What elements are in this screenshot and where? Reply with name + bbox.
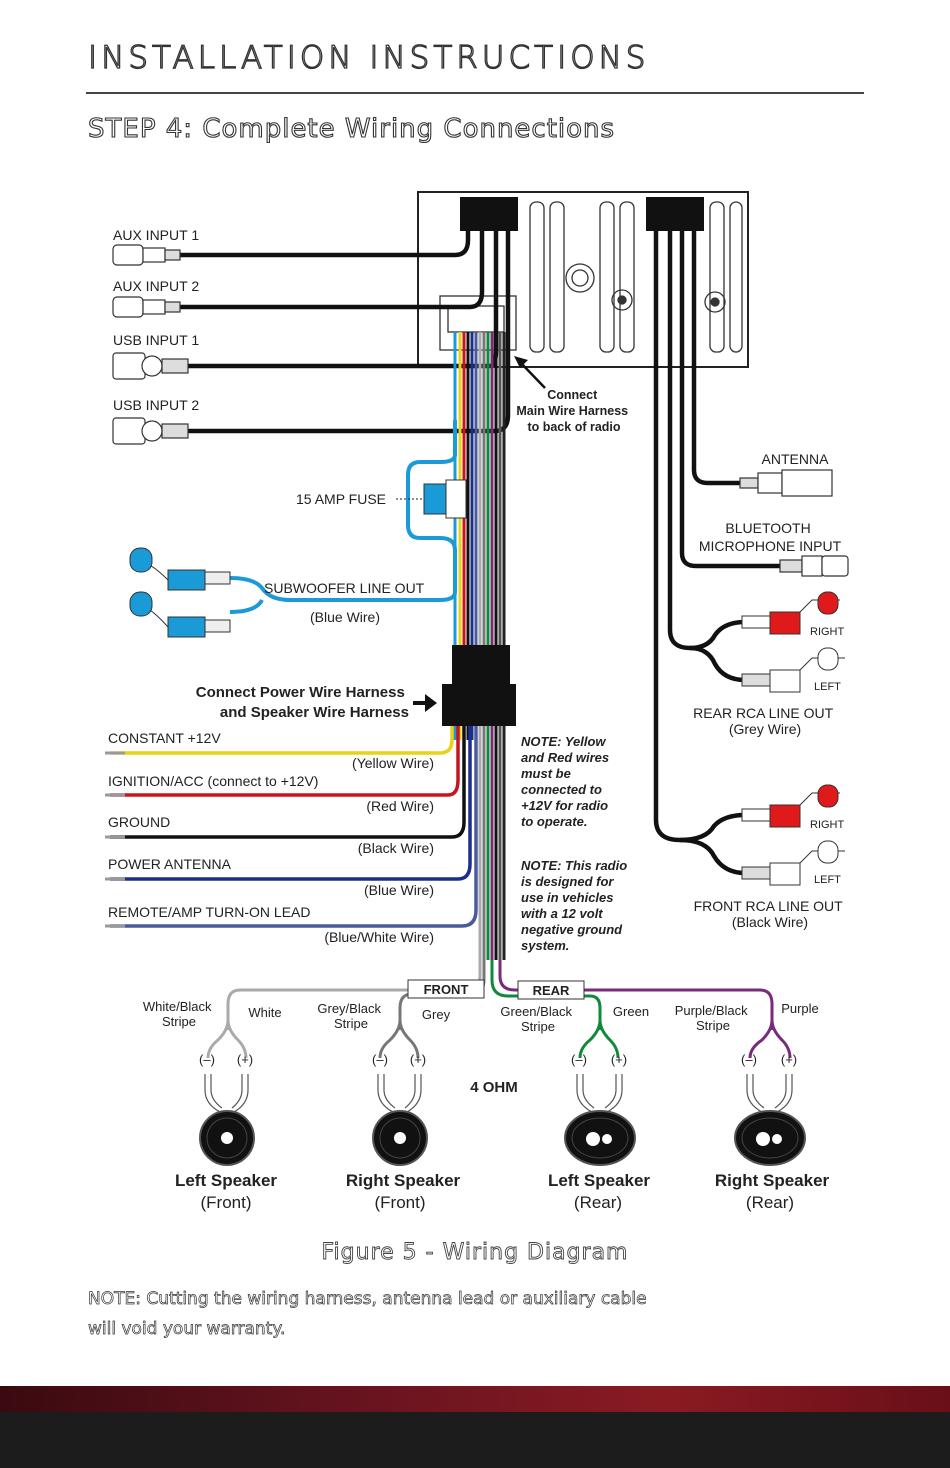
blue-white-wire-label: (Blue/White Wire) — [324, 929, 434, 945]
aux-input-1-connector — [112, 244, 181, 266]
speaker4-pos: (Rear) — [746, 1193, 794, 1212]
svg-text:(+): (+) — [781, 1052, 797, 1067]
rear-left-label: LEFT — [814, 681, 841, 693]
rear-right-label: RIGHT — [810, 626, 845, 638]
speaker-right-rear-icon — [734, 1110, 806, 1166]
front-rca-left-plug — [741, 840, 845, 886]
bluetooth-mic-label: BLUETOOTH MICROPHONE INPUT — [699, 520, 842, 554]
usb-input-1-label: USB INPUT 1 — [113, 332, 199, 348]
remote-lead-label: REMOTE/AMP TURN-ON LEAD — [108, 904, 311, 920]
power-connect-arrow — [413, 694, 437, 712]
polarity-labels: (–) (+) (–) (+) (–) (+) (–) (+) — [199, 1052, 797, 1067]
speaker2-solid-label: Grey — [422, 1007, 451, 1022]
rear-rca-right-plug — [741, 591, 840, 635]
speaker-wire-split — [226, 960, 774, 1030]
ground-label: GROUND — [108, 814, 170, 830]
connect-power-label: Connect Power Wire Harness and Speaker W… — [196, 684, 409, 721]
speaker3-pos: (Rear) — [574, 1193, 622, 1212]
ignition-label: IGNITION/ACC (connect to +12V) — [108, 773, 318, 789]
front-tag — [407, 979, 485, 999]
speaker4-stripe-label: Purple/Black Stripe — [675, 1003, 752, 1033]
rear-rca-left-plug — [741, 647, 845, 693]
subwoofer-wire-label: (Blue Wire) — [310, 609, 380, 625]
note-yellow-red: NOTE: Yellow and Red wires must be conne… — [521, 734, 613, 829]
footer-dark-bar — [0, 1412, 950, 1468]
speaker1-name: Left Speaker — [175, 1171, 277, 1190]
speaker-terminal-wires — [204, 1074, 793, 1113]
svg-text:(–): (–) — [199, 1052, 215, 1067]
usb-input-2-connector — [112, 417, 189, 445]
warranty-note-line-1: NOTE: Cutting the wiring harness, antenn… — [88, 1289, 647, 1310]
antenna-label: ANTENNA — [762, 451, 830, 467]
step-heading: STEP 4: Complete Wiring Connections — [87, 113, 616, 144]
speaker1-stripe-label: White/Black Stripe — [143, 999, 215, 1029]
speaker1-solid-label: White — [248, 1005, 281, 1020]
aux-input-2-label: AUX INPUT 2 — [113, 278, 199, 294]
yellow-wire-label: (Yellow Wire) — [352, 755, 434, 771]
speaker-left-rear-icon — [564, 1110, 636, 1166]
header-rule — [86, 92, 864, 94]
speaker3-name: Left Speaker — [548, 1171, 650, 1190]
speaker4-name: Right Speaker — [715, 1171, 830, 1190]
speaker3-stripe-label: Green/Black Stripe — [500, 1004, 575, 1034]
connect-main-harness-label: Connect Main Wire Harness to back of rad… — [516, 388, 631, 434]
connect-arrow-head — [514, 356, 528, 368]
speaker3-solid-label: Green — [613, 1004, 649, 1019]
svg-text:(–): (–) — [372, 1052, 388, 1067]
front-rca-label: FRONT RCA LINE OUT (Black Wire) — [694, 898, 847, 930]
speaker-right-front-icon — [372, 1110, 428, 1166]
bluetooth-mic-connector — [779, 555, 849, 577]
usb-input-1-connector — [112, 352, 189, 380]
subwoofer-label: SUBWOOFER LINE OUT — [264, 580, 425, 596]
speaker1-pos: (Front) — [201, 1193, 252, 1212]
figure-caption: Figure 5 - Wiring Diagram — [321, 1240, 629, 1266]
red-wire-label: (Red Wire) — [366, 798, 434, 814]
right-cables — [653, 228, 780, 876]
subwoofer-wire — [229, 576, 457, 614]
fuse-wire — [406, 420, 457, 592]
fuse-holder — [423, 479, 467, 519]
front-right-label: RIGHT — [810, 819, 845, 831]
power-wire-ends — [105, 751, 125, 928]
rear-tag — [517, 980, 585, 1000]
power-wires — [110, 726, 478, 928]
constant-12v-label: CONSTANT +12V — [108, 730, 221, 746]
aux-input-1-label: AUX INPUT 1 — [113, 227, 199, 243]
svg-text:(–): (–) — [741, 1052, 757, 1067]
svg-text:(+): (+) — [611, 1052, 627, 1067]
svg-text:(–): (–) — [571, 1052, 587, 1067]
power-antenna-label: POWER ANTENNA — [108, 856, 232, 872]
svg-text:(+): (+) — [237, 1052, 253, 1067]
usb-input-2-label: USB INPUT 2 — [113, 397, 199, 413]
rear-rca-label: REAR RCA LINE OUT (Grey Wire) — [693, 705, 837, 737]
speaker-leads — [206, 1019, 792, 1059]
front-left-label: LEFT — [814, 874, 841, 886]
note-negative-ground: NOTE: This radio is designed for use in … — [521, 858, 631, 953]
warranty-note-line-2: will void your warranty. — [88, 1319, 286, 1340]
speaker4-solid-label: Purple — [781, 1001, 819, 1016]
aux-input-2-connector — [112, 296, 181, 318]
svg-text:(+): (+) — [410, 1052, 426, 1067]
front-tag-label: FRONT — [424, 982, 469, 997]
blue-wire-label: (Blue Wire) — [364, 882, 434, 898]
speaker2-stripe-label: Grey/Black Stripe — [317, 1001, 384, 1031]
fuse-label: 15 AMP FUSE — [296, 491, 386, 507]
rear-tag-label: REAR — [533, 983, 570, 998]
page-title: INSTALLATION INSTRUCTIONS — [87, 39, 650, 76]
antenna-connector — [739, 469, 833, 497]
speaker2-pos: (Front) — [375, 1193, 426, 1212]
wiring-diagram: AUX INPUT 1 AUX INPUT 2 USB INPUT 1 USB … — [105, 191, 849, 1212]
ohm-label: 4 OHM — [470, 1079, 518, 1096]
subwoofer-plug-1 — [129, 547, 231, 591]
speaker-left-front-icon — [199, 1110, 255, 1166]
power-connector — [442, 645, 516, 726]
connect-arrow — [519, 361, 546, 389]
front-rca-right-plug — [741, 784, 840, 828]
speaker2-name: Right Speaker — [346, 1171, 461, 1190]
warranty-note: NOTE: Cutting the wiring harness, antenn… — [88, 1284, 708, 1344]
black-wire-label: (Black Wire) — [358, 840, 434, 856]
footer-accent-bar — [0, 1386, 950, 1412]
subwoofer-plug-2 — [129, 591, 231, 638]
speaker-names: Left Speaker (Front) Right Speaker (Fron… — [175, 1171, 830, 1212]
